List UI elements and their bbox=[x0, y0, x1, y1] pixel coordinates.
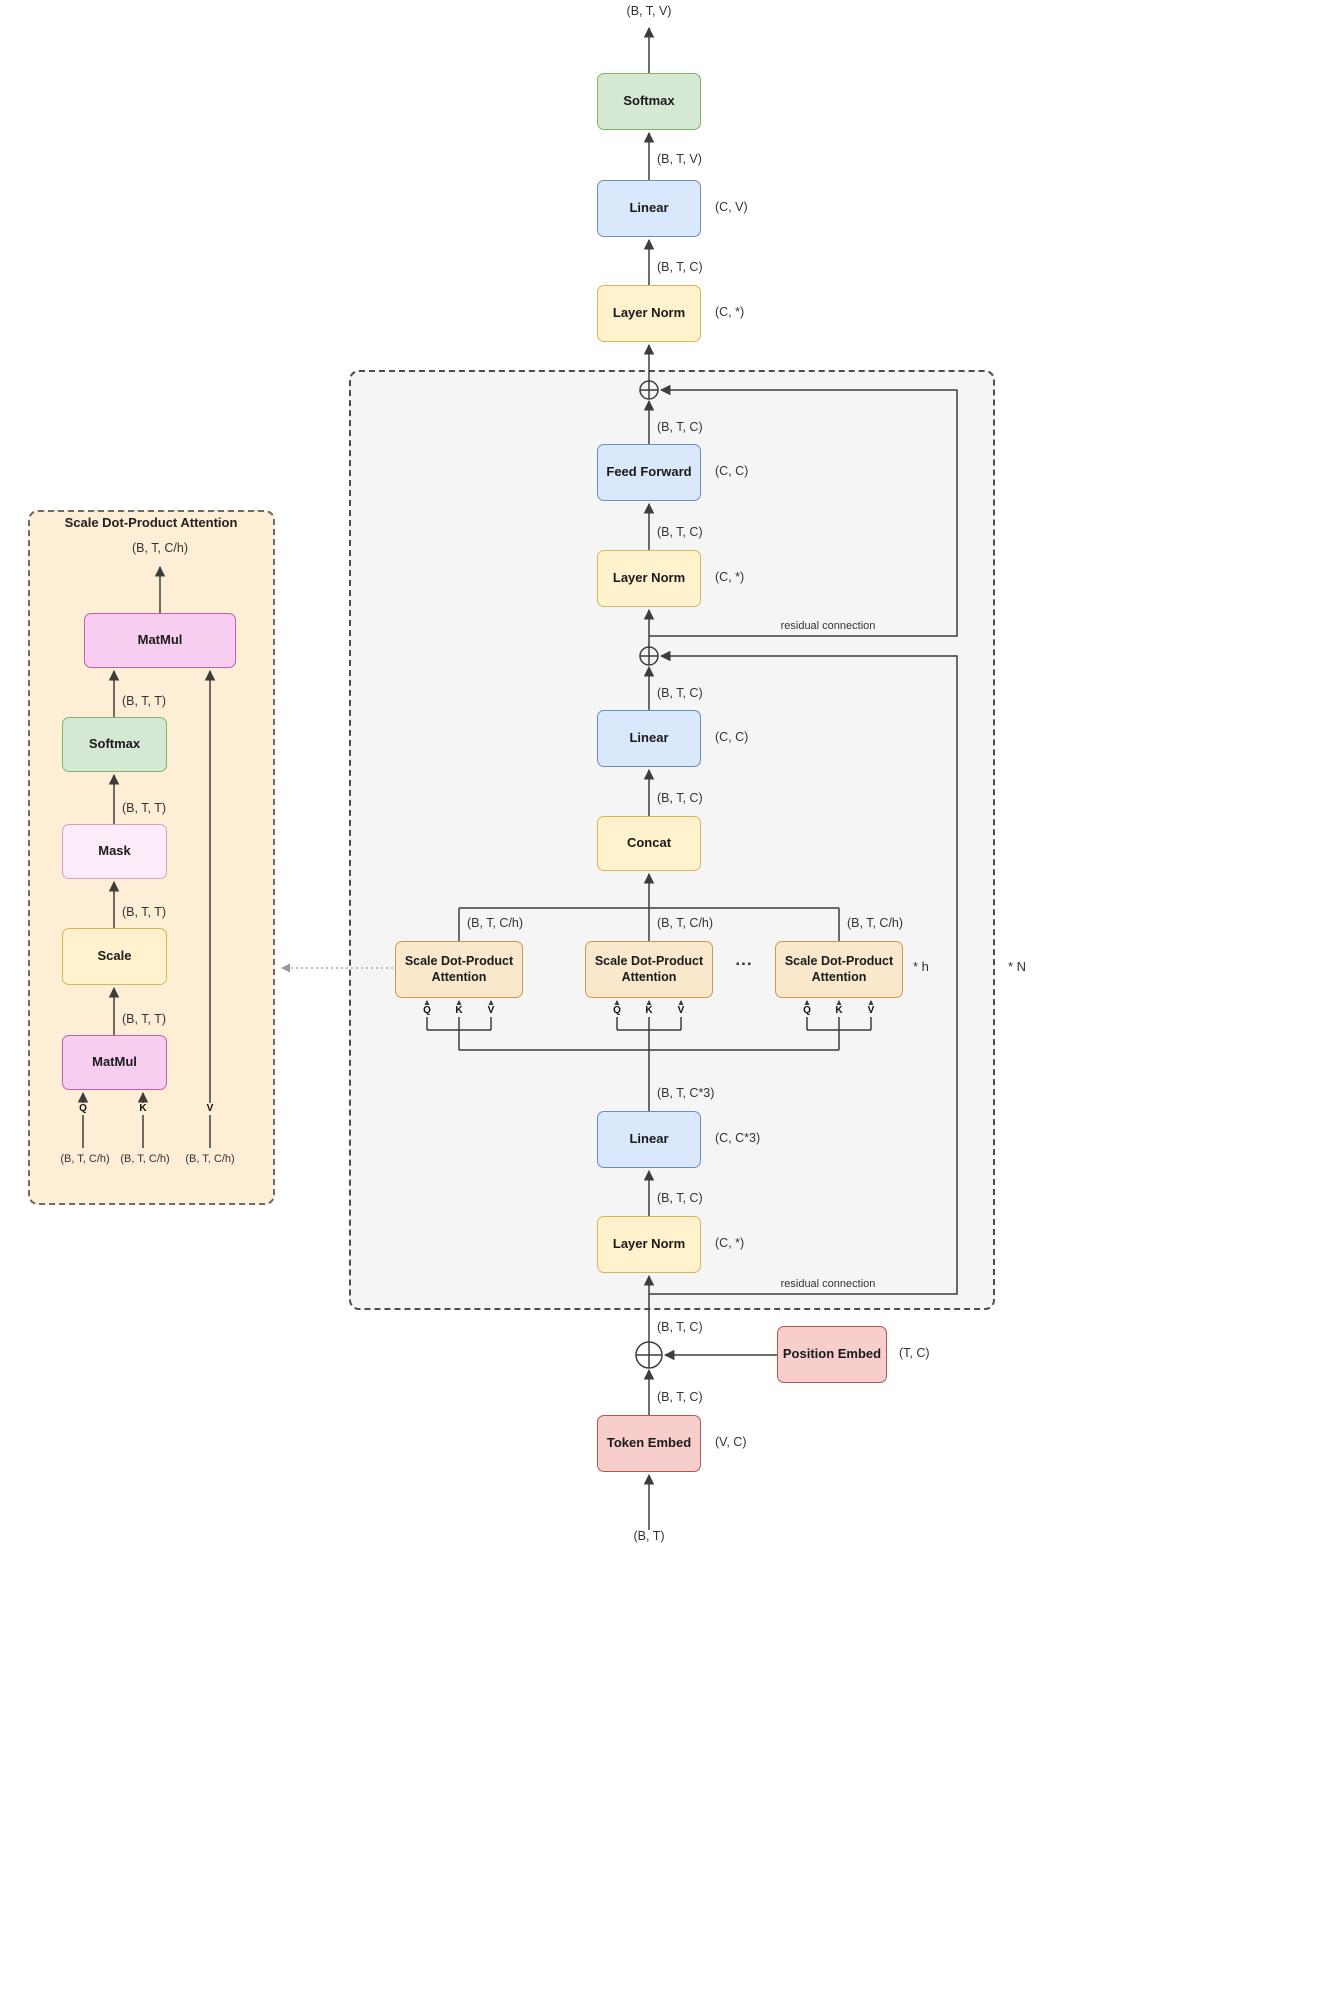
heads-multiplier-label: * h bbox=[913, 959, 929, 974]
tensor-shape-label: (B, T, C) bbox=[657, 1390, 703, 1404]
tensor-shape-label: (B, T, T) bbox=[122, 1012, 166, 1026]
attention-head-n-block: Scale Dot-Product Attention bbox=[775, 941, 903, 998]
q-input-label: Q bbox=[421, 1005, 433, 1017]
tensor-shape-label: (B, T, C*3) bbox=[657, 1086, 715, 1100]
ellipsis-label: ... bbox=[735, 950, 753, 969]
tensor-shape-label: (B, T, C) bbox=[657, 1320, 703, 1334]
k-input-label: K bbox=[643, 1005, 655, 1017]
v-input-label: V bbox=[204, 1103, 216, 1115]
param-shape-label: (C, C) bbox=[715, 730, 749, 744]
param-shape-label: (C, C*3) bbox=[715, 1131, 761, 1145]
final-layer-norm-block: Layer Norm bbox=[597, 285, 701, 342]
output-softmax-block: Softmax bbox=[597, 73, 701, 130]
tensor-shape-label: (B, T, C) bbox=[657, 260, 703, 274]
tensor-shape-label: (B, T, C) bbox=[657, 525, 703, 539]
param-shape-label: (C, *) bbox=[715, 1236, 745, 1250]
tensor-shape-label: (B, T, V) bbox=[626, 4, 672, 18]
detail-mask-block: Mask bbox=[62, 824, 167, 879]
attention-layer-norm-block: Layer Norm bbox=[597, 1216, 701, 1273]
detail-matmul-scores-block: MatMul bbox=[62, 1035, 167, 1090]
tensor-shape-label: (B, T, T) bbox=[122, 694, 166, 708]
v-input-label: V bbox=[675, 1005, 687, 1017]
token-embed-block: Token Embed bbox=[597, 1415, 701, 1472]
attention-output-linear-block: Linear bbox=[597, 710, 701, 767]
attention-head-1-block: Scale Dot-Product Attention bbox=[395, 941, 523, 998]
qkv-linear-block: Linear bbox=[597, 1111, 701, 1168]
position-embed-block: Position Embed bbox=[777, 1326, 887, 1383]
param-shape-label: (C, *) bbox=[715, 305, 745, 319]
tensor-shape-label: (B, T, C/h) bbox=[185, 1153, 235, 1165]
tensor-shape-label: (B, T, C) bbox=[657, 420, 703, 434]
attention-head-2-block: Scale Dot-Product Attention bbox=[585, 941, 713, 998]
detail-softmax-block: Softmax bbox=[62, 717, 167, 772]
param-shape-label: (C, *) bbox=[715, 570, 745, 584]
q-input-label: Q bbox=[77, 1103, 89, 1115]
param-shape-label: (C, V) bbox=[715, 200, 748, 214]
tensor-shape-label: (B, T, C/h) bbox=[60, 1153, 110, 1165]
tensor-shape-label: (B, T, C/h) bbox=[847, 916, 904, 930]
detail-scale-block: Scale bbox=[62, 928, 167, 985]
k-input-label: K bbox=[137, 1103, 149, 1115]
tensor-shape-label: (B, T, C/h) bbox=[657, 916, 714, 930]
param-shape-label: (T, C) bbox=[899, 1346, 930, 1360]
concat-block: Concat bbox=[597, 816, 701, 871]
k-input-label: K bbox=[453, 1005, 465, 1017]
output-linear-block: Linear bbox=[597, 180, 701, 237]
k-input-label: K bbox=[833, 1005, 845, 1017]
param-shape-label: (C, C) bbox=[715, 464, 749, 478]
tensor-shape-label: (B, T, T) bbox=[122, 905, 166, 919]
tensor-shape-label: (B, T) bbox=[633, 1529, 665, 1543]
detail-matmul-output-block: MatMul bbox=[84, 613, 236, 668]
param-shape-label: (V, C) bbox=[715, 1435, 747, 1449]
tensor-shape-label: (B, T, C) bbox=[657, 686, 703, 700]
q-input-label: Q bbox=[801, 1005, 813, 1017]
tensor-shape-label: (B, T, C/h) bbox=[120, 1153, 170, 1165]
residual-connection-label: residual connection bbox=[780, 1278, 876, 1290]
tensor-shape-label: (B, T, C) bbox=[657, 1191, 703, 1205]
residual-connection-label: residual connection bbox=[780, 620, 876, 632]
tensor-shape-label: (B, T, T) bbox=[122, 801, 166, 815]
feed-forward-block: Feed Forward bbox=[597, 444, 701, 501]
tensor-shape-label: (B, T, C/h) bbox=[131, 541, 189, 555]
tensor-shape-label: (B, T, V) bbox=[657, 152, 702, 166]
q-input-label: Q bbox=[611, 1005, 623, 1017]
v-input-label: V bbox=[485, 1005, 497, 1017]
detail-panel-title: Scale Dot-Product Attention bbox=[64, 515, 238, 530]
tensor-shape-label: (B, T, C) bbox=[657, 791, 703, 805]
tensor-shape-label: (B, T, C/h) bbox=[467, 916, 524, 930]
v-input-label: V bbox=[865, 1005, 877, 1017]
ffn-layer-norm-block: Layer Norm bbox=[597, 550, 701, 607]
layers-multiplier-label: * N bbox=[1008, 959, 1027, 974]
